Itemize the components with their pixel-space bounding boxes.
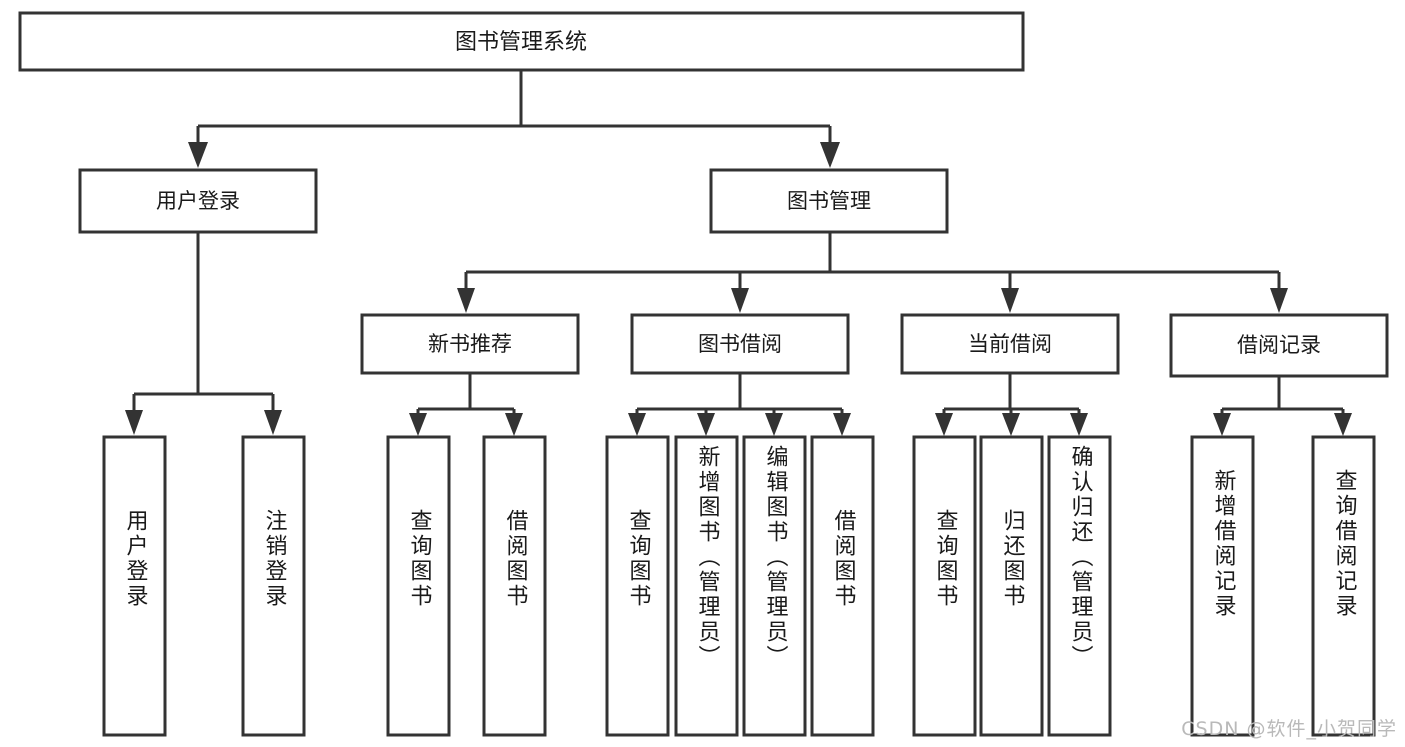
- arrow-head-g3-a: [628, 413, 646, 436]
- arrow-head-g4-a: [935, 413, 953, 436]
- node-user-login[interactable]: 用户登录: [78, 168, 318, 234]
- node-box-new-book-recommend[interactable]: [360, 313, 580, 375]
- arrow-head-g2-b: [505, 413, 523, 436]
- node-label-borrow-records: 借阅记录: [1237, 333, 1321, 357]
- node-box-user-login[interactable]: [78, 168, 318, 234]
- node-box-leaf-10[interactable]: [1047, 435, 1112, 737]
- node-label-root: 图书管理系统: [455, 30, 587, 55]
- node-label-book-borrow: 图书借阅: [698, 332, 782, 356]
- node-current-borrow[interactable]: 当前借阅: [900, 313, 1120, 375]
- node-box-leaf-1[interactable]: [241, 435, 306, 737]
- node-box-book-management[interactable]: [709, 168, 949, 234]
- arrow-head-userlogin: [188, 142, 208, 168]
- arrow-head-g5-b: [1334, 413, 1352, 436]
- node-new-book-recommend[interactable]: 新书推荐: [360, 313, 580, 375]
- node-root-book-management-system[interactable]: 图书管理系统: [18, 11, 1025, 72]
- arrow-head-current: [1001, 288, 1019, 313]
- arrow-head-g3-d: [833, 413, 851, 436]
- node-label-new-book-recommend: 新书推荐: [428, 332, 512, 356]
- node-box-leaf-2[interactable]: [386, 435, 451, 737]
- node-box-leaf-6[interactable]: [742, 435, 807, 737]
- arrow-head-borrow: [731, 288, 749, 313]
- arrow-head-g4-c: [1070, 413, 1088, 436]
- node-box-leaf-11[interactable]: [1190, 435, 1255, 737]
- connector-newbook-to-leaves: [409, 373, 523, 436]
- node-box-leaf-7[interactable]: [810, 435, 875, 737]
- node-box-leaf-4[interactable]: [605, 435, 670, 737]
- node-box-leaf-9[interactable]: [979, 435, 1044, 737]
- node-book-borrow[interactable]: 图书借阅: [630, 313, 850, 375]
- connector-records-to-leaves: [1213, 376, 1352, 436]
- node-box-root[interactable]: [18, 11, 1025, 72]
- arrow-head-g3-c: [765, 413, 783, 436]
- connector-root-to-level2: [188, 70, 840, 168]
- node-box-current-borrow[interactable]: [900, 313, 1120, 375]
- node-box-leaf-8[interactable]: [912, 435, 977, 737]
- watermark: CSDN @软件_小贺同学: [1181, 718, 1397, 740]
- node-label-user-login: 用户登录: [156, 189, 240, 213]
- node-label-current-borrow: 当前借阅: [968, 332, 1052, 356]
- node-box-leaf-0[interactable]: [102, 435, 167, 737]
- arrow-head-records: [1270, 288, 1288, 313]
- connector-current-to-leaves: [935, 373, 1088, 436]
- connector-bookmgmt-to-level3: [457, 232, 1288, 313]
- node-box-borrow-records[interactable]: [1169, 313, 1389, 378]
- node-label-book-management: 图书管理: [787, 189, 871, 213]
- node-box-book-borrow[interactable]: [630, 313, 850, 375]
- connector-userlogin-to-leaves: [125, 232, 282, 435]
- arrow-head-g1-b: [264, 410, 282, 435]
- arrow-head-g4-b: [1002, 413, 1020, 436]
- arrow-head-g1-a: [125, 410, 143, 435]
- arrow-head-bookmgmt: [820, 142, 840, 168]
- node-box-leaf-5[interactable]: [674, 435, 739, 737]
- node-borrow-records[interactable]: 借阅记录: [1169, 313, 1389, 378]
- arrow-head-g2-a: [409, 413, 427, 436]
- node-box-leaf-12[interactable]: [1311, 435, 1376, 737]
- arrow-head-g3-b: [697, 413, 715, 436]
- arrow-head-newbook: [457, 288, 475, 313]
- connector-borrow-to-leaves: [628, 373, 851, 436]
- arrow-head-g5-a: [1213, 413, 1231, 436]
- node-box-leaf-3[interactable]: [482, 435, 547, 737]
- node-book-management[interactable]: 图书管理: [709, 168, 949, 234]
